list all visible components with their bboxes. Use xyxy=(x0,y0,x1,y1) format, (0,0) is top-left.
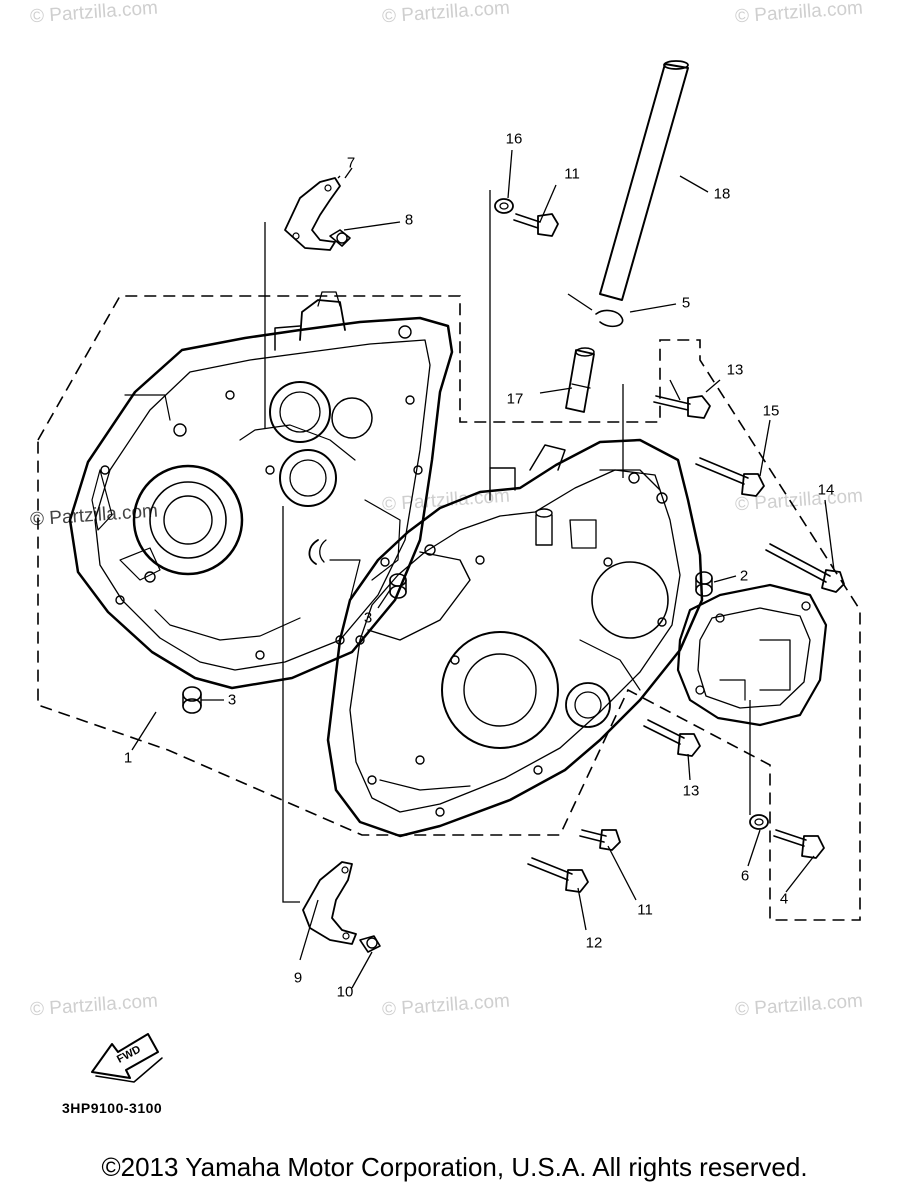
callout-9: 9 xyxy=(293,969,303,987)
bolt-4 xyxy=(773,829,825,859)
dowel-pin-3-left xyxy=(182,686,202,714)
callout-14: 14 xyxy=(817,481,835,499)
callout-17: 17 xyxy=(506,390,524,408)
breather-hose-18 xyxy=(599,60,689,301)
bolt-11-lower xyxy=(579,829,621,851)
callout-15: 15 xyxy=(762,402,780,420)
diagram-code: 3HP9100-3100 xyxy=(62,1100,163,1116)
hose-clip-5 xyxy=(595,309,624,328)
washer-16 xyxy=(494,198,514,214)
callout-2: 2 xyxy=(739,567,749,585)
callout-12: 12 xyxy=(585,934,603,952)
plate-7 xyxy=(284,177,341,251)
dowel-pin-2 xyxy=(695,571,713,597)
callout-13: 13 xyxy=(682,782,700,800)
washer-6 xyxy=(749,814,769,830)
hose-fitting-17 xyxy=(565,347,595,413)
callout-13: 13 xyxy=(726,361,744,379)
callout-18: 18 xyxy=(713,185,731,203)
bolt-14 xyxy=(765,543,845,593)
bolt-13-upper xyxy=(653,395,711,419)
copyright-text: ©2013 Yamaha Motor Corporation, U.S.A. A… xyxy=(101,1152,808,1182)
callout-11: 11 xyxy=(564,165,580,183)
callout-1: 1 xyxy=(123,749,133,767)
fwd-arrow-icon xyxy=(91,1033,163,1083)
callout-6: 6 xyxy=(740,867,750,885)
assembly-box-1 xyxy=(37,295,861,921)
right-crankcase-half xyxy=(326,438,704,838)
callout-3: 3 xyxy=(363,609,373,627)
plate-9 xyxy=(302,861,357,945)
callout-3: 3 xyxy=(227,691,237,709)
callout-11: 11 xyxy=(637,901,653,919)
callout-7: 7 xyxy=(346,154,356,172)
left-crankcase-half xyxy=(68,291,454,690)
dowel-pin-3-center xyxy=(389,573,407,599)
callout-10: 10 xyxy=(336,983,354,1001)
callout-5: 5 xyxy=(681,294,691,312)
callout-16: 16 xyxy=(505,130,523,148)
bolt-13-lower xyxy=(643,719,701,757)
callout-4: 4 xyxy=(779,890,789,908)
side-cover xyxy=(676,583,828,727)
bolt-12 xyxy=(527,857,589,893)
screw-8 xyxy=(329,229,351,247)
callout-8: 8 xyxy=(404,211,414,229)
screw-10 xyxy=(359,935,381,953)
bolt-15 xyxy=(695,457,765,497)
bolt-11-upper xyxy=(513,213,559,237)
